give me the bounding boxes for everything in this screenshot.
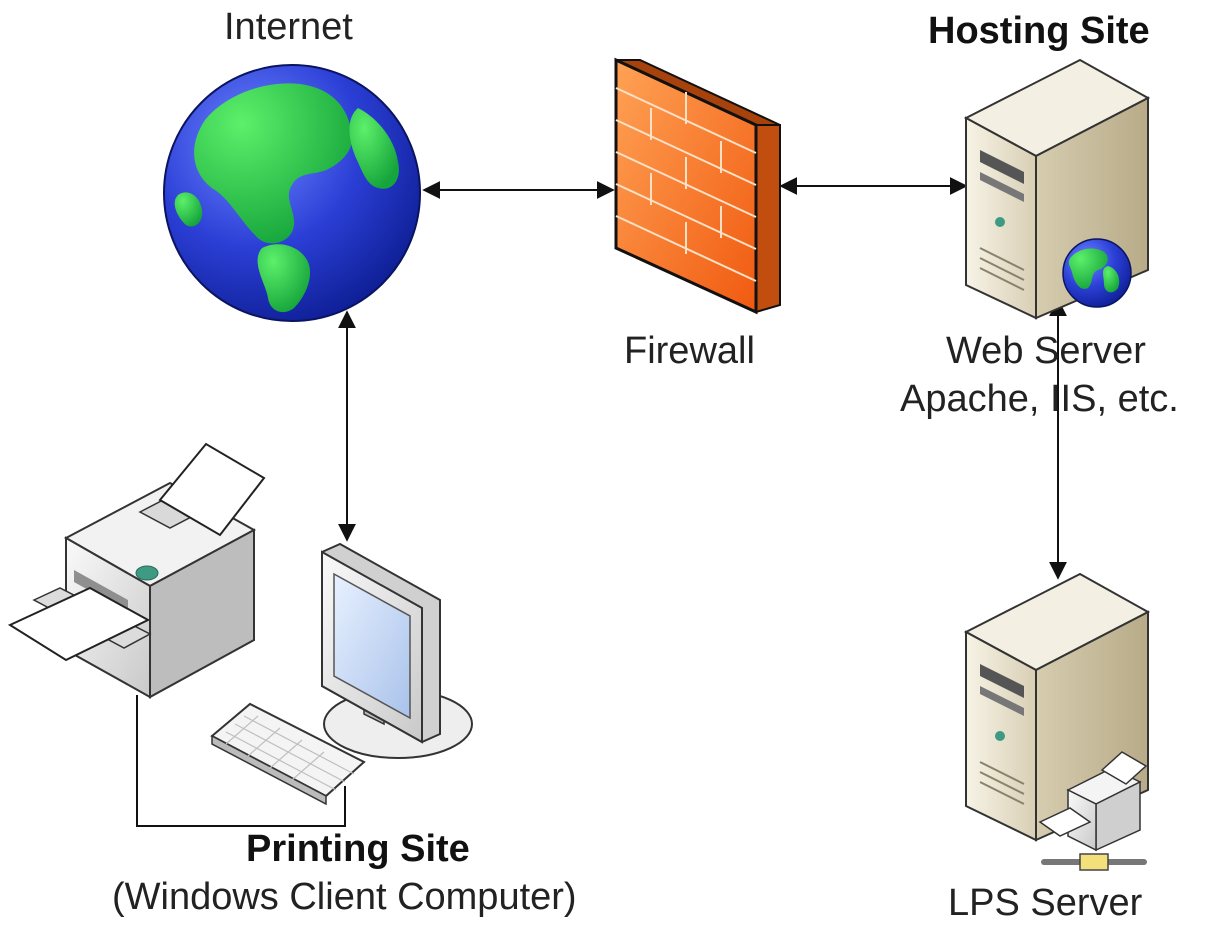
lps-server-label: LPS Server: [948, 882, 1143, 924]
web-server-icon: [963, 58, 1151, 320]
lps-server-icon: [963, 572, 1151, 871]
printing-site-sublabel: (Windows Client Computer): [112, 876, 577, 918]
web-server-sublabel: Apache, IIS, etc.: [900, 378, 1179, 420]
network-connector-icon: [1041, 853, 1147, 871]
firewall-icon: [614, 57, 781, 315]
globe-icon: [163, 64, 421, 322]
monitor-icon: [321, 542, 473, 759]
web-server-label: Web Server: [946, 330, 1146, 372]
link-printer-keyboard: [136, 695, 346, 827]
keyboard-icon: [210, 702, 366, 806]
internet-label: Internet: [224, 6, 353, 48]
printer-icon: [7, 442, 266, 699]
firewall-label: Firewall: [624, 330, 755, 372]
globe-icon: [1062, 238, 1132, 308]
printing-site-label: Printing Site: [246, 828, 470, 870]
printer-icon: [1038, 751, 1148, 852]
hosting-site-label: Hosting Site: [928, 10, 1150, 52]
connections: [136, 177, 1067, 827]
